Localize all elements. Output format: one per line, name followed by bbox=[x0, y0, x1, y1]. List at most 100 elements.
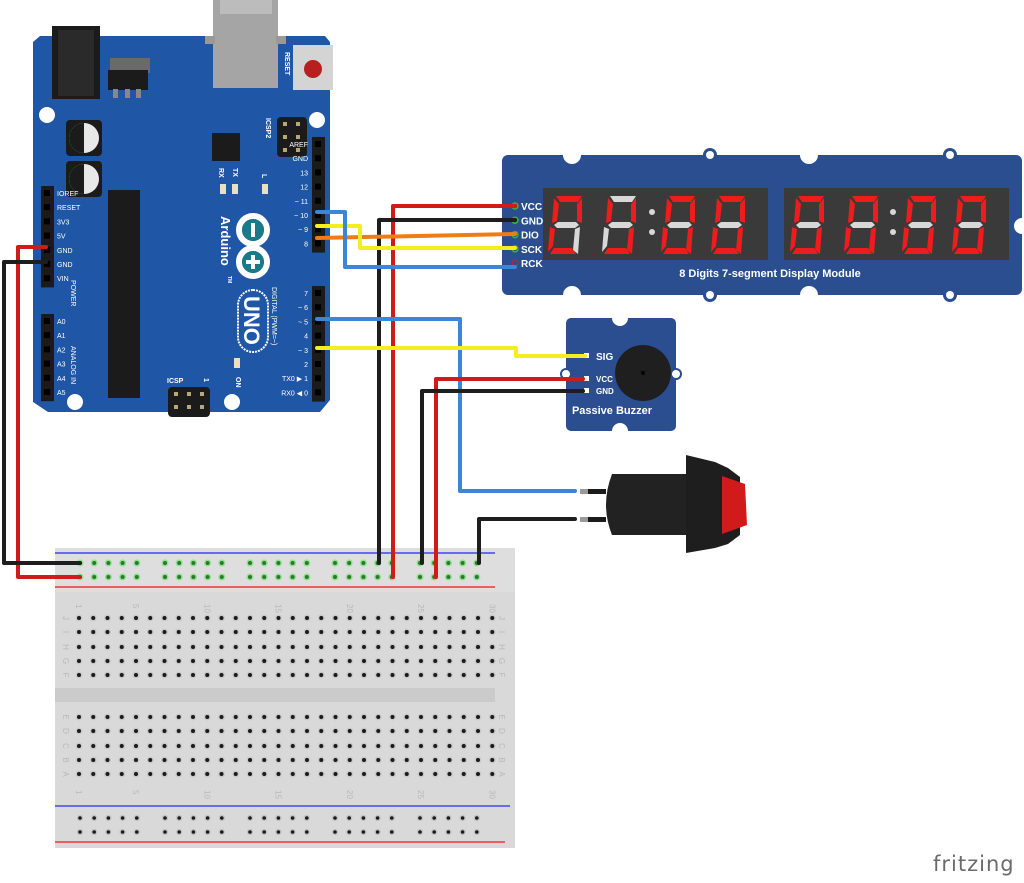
segment bbox=[977, 227, 984, 254]
header-pin[interactable] bbox=[315, 375, 321, 382]
pin-label: A0 bbox=[57, 319, 66, 326]
header-pin[interactable] bbox=[44, 204, 50, 211]
header-pin[interactable] bbox=[44, 246, 50, 253]
header-pin[interactable] bbox=[44, 389, 50, 395]
segment bbox=[606, 198, 613, 223]
segment bbox=[548, 227, 555, 252]
row-label: E bbox=[61, 714, 70, 719]
reset-label: RESET bbox=[283, 52, 290, 76]
header-pin[interactable] bbox=[44, 232, 50, 239]
header-pin[interactable] bbox=[44, 332, 50, 339]
usb-connector bbox=[213, 0, 278, 88]
tx-label: TX bbox=[231, 168, 238, 177]
header-pin[interactable] bbox=[315, 304, 321, 311]
pin-label: AREF bbox=[289, 142, 308, 149]
header-pin[interactable] bbox=[315, 212, 321, 218]
seven-segment-digit bbox=[844, 196, 878, 254]
row-label: D bbox=[497, 728, 506, 734]
button-cap[interactable] bbox=[722, 476, 747, 534]
arduino-logo bbox=[236, 213, 270, 279]
row-label: J bbox=[61, 616, 70, 620]
header-pin[interactable] bbox=[315, 197, 321, 204]
segment bbox=[846, 248, 872, 254]
segment bbox=[819, 198, 824, 223]
wire-button-gnd[interactable] bbox=[477, 517, 577, 565]
header-pin[interactable] bbox=[44, 190, 50, 196]
seven-segment-digit bbox=[711, 196, 745, 254]
buzzer-pin[interactable] bbox=[584, 388, 589, 393]
column-label: 25 bbox=[416, 790, 425, 799]
analog-title: ANALOG IN bbox=[69, 346, 76, 384]
segment bbox=[602, 227, 609, 252]
header-pin[interactable] bbox=[315, 155, 321, 162]
column-label: 5 bbox=[131, 790, 140, 795]
header-pin[interactable] bbox=[315, 240, 321, 247]
segment bbox=[958, 222, 983, 228]
digital-title: DIGITAL (PWM=~) bbox=[270, 287, 277, 345]
seven-segment-display-module: 8 Digits 7-segment Display Module VCCGND… bbox=[502, 146, 1024, 304]
segment bbox=[815, 227, 822, 254]
arduino-name: Arduino bbox=[218, 216, 233, 266]
pushbutton[interactable] bbox=[580, 455, 747, 553]
pin-label: 8 bbox=[304, 241, 308, 248]
wire-dio[interactable] bbox=[315, 232, 517, 240]
seven-segment-digit bbox=[602, 196, 636, 254]
wire-buzzer-vcc[interactable] bbox=[434, 377, 585, 579]
wire-gnd-display[interactable] bbox=[377, 218, 517, 565]
header-pin[interactable] bbox=[315, 183, 321, 190]
wire-vcc-display[interactable] bbox=[391, 204, 517, 579]
header-pin[interactable] bbox=[315, 226, 321, 233]
header-pin[interactable] bbox=[44, 261, 50, 267]
pin-label: A2 bbox=[57, 347, 66, 354]
segment bbox=[610, 196, 636, 202]
pin-label: ~ 6 bbox=[298, 305, 308, 312]
segment bbox=[713, 248, 739, 254]
buzzer-pin-label: SIG bbox=[596, 352, 613, 363]
segment bbox=[848, 198, 855, 223]
seven-segment-digit bbox=[790, 196, 824, 254]
buzzer-pin-label: GND bbox=[596, 387, 614, 396]
segment bbox=[573, 227, 580, 254]
capacitor bbox=[66, 161, 102, 197]
display-pin-label: DIO bbox=[521, 231, 539, 242]
header-pin[interactable] bbox=[44, 218, 50, 225]
header-pin[interactable] bbox=[315, 318, 321, 325]
header-pin[interactable] bbox=[44, 374, 50, 381]
pin-label: A3 bbox=[57, 362, 66, 369]
wire-pin3-sig[interactable] bbox=[315, 346, 587, 358]
reset-button[interactable] bbox=[304, 60, 322, 78]
wire-rck[interactable] bbox=[315, 210, 517, 269]
segment bbox=[736, 227, 743, 254]
header-pin[interactable] bbox=[315, 290, 321, 296]
seven-segment-digit bbox=[661, 196, 695, 254]
header-pin[interactable] bbox=[315, 141, 321, 147]
header-pin[interactable] bbox=[315, 332, 321, 339]
pin-label: RX0 ◀ 0 bbox=[281, 390, 308, 397]
header-pin[interactable] bbox=[315, 389, 321, 396]
pin-label: ~ 3 bbox=[298, 348, 308, 355]
wire-gnd[interactable] bbox=[2, 260, 82, 565]
pin-label: ~ 11 bbox=[295, 199, 308, 206]
pin-label: VIN bbox=[57, 276, 69, 283]
segment bbox=[904, 248, 930, 254]
wire-sck[interactable] bbox=[315, 224, 517, 250]
header-pin[interactable] bbox=[44, 360, 50, 367]
wire-pin5-button[interactable] bbox=[315, 317, 577, 493]
header-pin[interactable] bbox=[44, 275, 50, 282]
header-pin[interactable] bbox=[44, 346, 50, 353]
column-label: 30 bbox=[487, 790, 496, 799]
header-pin[interactable] bbox=[44, 318, 50, 324]
header-pin[interactable] bbox=[315, 169, 321, 176]
header-pin[interactable] bbox=[315, 361, 321, 367]
segment bbox=[792, 248, 818, 254]
wire-buzzer-gnd[interactable] bbox=[420, 389, 585, 565]
usb-chip bbox=[212, 133, 240, 161]
wires bbox=[2, 204, 587, 579]
buzzer-pin[interactable] bbox=[584, 376, 589, 381]
segment bbox=[798, 196, 824, 202]
segment bbox=[717, 222, 742, 228]
wire-5v[interactable] bbox=[16, 245, 82, 579]
